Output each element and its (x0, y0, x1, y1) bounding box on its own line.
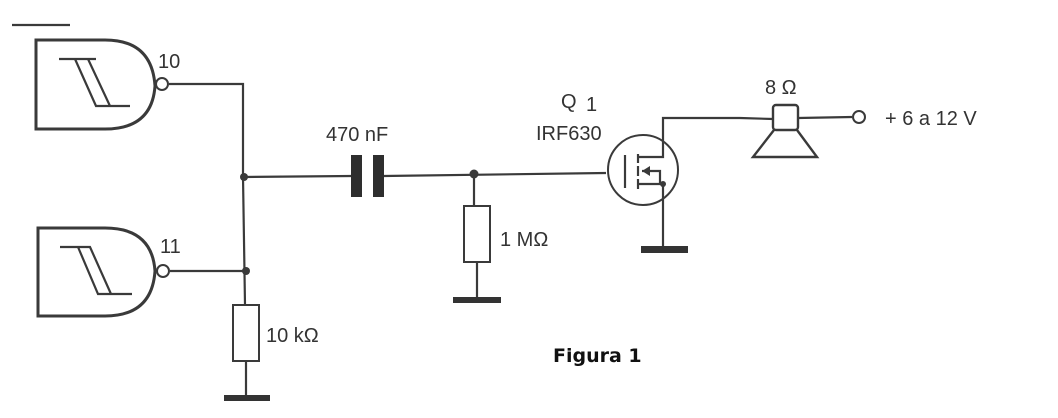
hysteresis-icon (59, 57, 130, 108)
wire (797, 115, 853, 120)
mosfet-envelope (607, 134, 679, 206)
resistor-10k (232, 304, 260, 362)
inverter-bubble-bottom (156, 264, 170, 278)
capacitor-label: 470 nF (326, 124, 388, 146)
speaker-cone (750, 129, 820, 159)
supply-terminal (852, 110, 866, 124)
inverter-bubble-top (155, 77, 169, 91)
pin-label-top: 10 (158, 51, 180, 73)
ground-symbol (641, 246, 688, 253)
pin-label-bottom: 11 (160, 236, 181, 258)
transistor-designator: Q (561, 91, 577, 113)
wire (383, 171, 607, 178)
nand-gate-body-bottom (36, 226, 157, 318)
wire (243, 174, 353, 179)
speaker-magnet (771, 103, 800, 132)
resistor-1m-label: 1 MΩ (500, 229, 548, 251)
figure-caption: Figura 1 (553, 345, 642, 367)
wire-gate-top (169, 82, 245, 177)
wire (739, 116, 774, 121)
junction-dot (242, 267, 250, 275)
ground-symbol (453, 297, 501, 303)
gate-top: 10 (34, 38, 180, 131)
nand-gate-body-top (34, 38, 157, 131)
hysteresis-icon (60, 245, 132, 296)
wire-bus (241, 176, 247, 306)
capacitor-plate (351, 155, 362, 197)
ground-symbol (224, 395, 270, 401)
transistor-subscript: 1 (586, 94, 597, 116)
resistor-1m (463, 205, 491, 263)
supply-label: + 6 a 12 V (885, 108, 977, 130)
gate-bottom: 11 (36, 226, 181, 318)
speaker-label: 8 Ω (765, 77, 797, 99)
resistor-10k-label: 10 kΩ (266, 325, 319, 347)
mosfet-q1 (607, 116, 740, 253)
transistor-part: IRF630 (536, 123, 602, 145)
capacitor-plate (373, 155, 384, 197)
